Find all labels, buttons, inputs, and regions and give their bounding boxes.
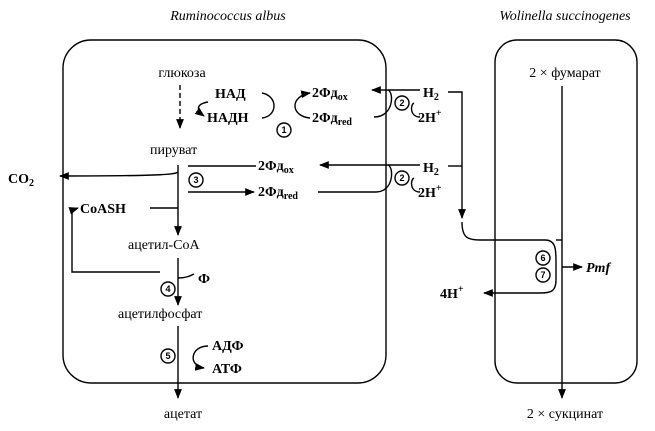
protons-label-2: 2H+ <box>418 183 442 201</box>
step-6-marker <box>535 250 551 266</box>
atp-label: АТФ <box>212 362 242 377</box>
fd-ox-label-2: 2Φдox <box>258 159 294 176</box>
step-3-marker <box>188 172 204 188</box>
organism-right-title: Wolinella succinogenes <box>499 9 631 24</box>
step-6-number: 6 <box>540 253 545 263</box>
step-5-marker <box>160 348 176 364</box>
fd-red-label-1: 2Φдred <box>312 111 352 128</box>
step-1-marker <box>276 122 292 138</box>
step-7-number: 7 <box>540 270 545 280</box>
phosphate-label: Ф <box>198 272 210 287</box>
adp-label: АДФ <box>212 339 244 354</box>
h2-transfer-arrow <box>448 91 466 219</box>
coash-recycle-arrow <box>68 207 160 273</box>
protons-label-1: 2H+ <box>418 108 442 126</box>
glucose-label: глюкоза <box>158 66 206 81</box>
step-7-marker <box>535 267 551 283</box>
step-2-marker-bottom <box>394 170 410 186</box>
proton-link-1 <box>410 102 421 118</box>
co2-label: CO2 <box>8 172 34 189</box>
co2-release-arrow <box>59 171 179 180</box>
fd-h2-link-2 <box>318 164 420 193</box>
coash-label: CoASH <box>80 202 126 217</box>
nad-label: НАД <box>215 87 246 102</box>
h2-label-2: H2 <box>423 161 439 178</box>
fd-h2-link-1 <box>373 89 420 118</box>
step-3-number: 3 <box>193 175 198 185</box>
pyruvate-label: пируват <box>150 143 197 158</box>
step-5-number: 5 <box>165 351 170 361</box>
acetyl-phosphate-label: ацетилфосфат <box>118 307 202 322</box>
phi-curve <box>177 273 195 279</box>
succinate-label: 2 × сукцинат <box>527 407 603 422</box>
fd-ox-label-1: 2Φдox <box>312 86 348 103</box>
ruminococcus-cell <box>62 39 387 384</box>
step-2-number-top: 2 <box>399 98 404 108</box>
acetate-label: ацетат <box>164 407 202 422</box>
acetyl-coa-label: ацетил-CoA <box>128 238 201 253</box>
h2-label-1: H2 <box>423 86 439 103</box>
organism-left-title: Ruminococcus albus <box>169 9 286 24</box>
step-4-number: 4 <box>165 284 170 294</box>
step-1-number: 1 <box>281 125 286 135</box>
adp-atp-arrow <box>192 345 209 371</box>
proton-extrusion-arrow <box>461 221 557 297</box>
proton-link-2 <box>410 177 421 193</box>
fd-curve-arrow-1 <box>294 90 311 119</box>
step-4-marker <box>160 281 176 297</box>
protons-out-label: 4H+ <box>440 284 464 302</box>
nad-nadh-curve-arrow <box>261 92 275 119</box>
fd-red-label-2: 2Φдred <box>258 185 298 202</box>
wolinella-cell <box>494 39 638 384</box>
pmf-label: Pmf <box>586 261 611 276</box>
fumarate-label: 2 × фумарат <box>529 66 600 81</box>
nad-reduction-arrow <box>194 101 209 117</box>
step-2-number-bottom: 2 <box>399 173 404 183</box>
nadh-label: НАДН <box>207 111 249 126</box>
step-2-marker-top <box>394 95 410 111</box>
